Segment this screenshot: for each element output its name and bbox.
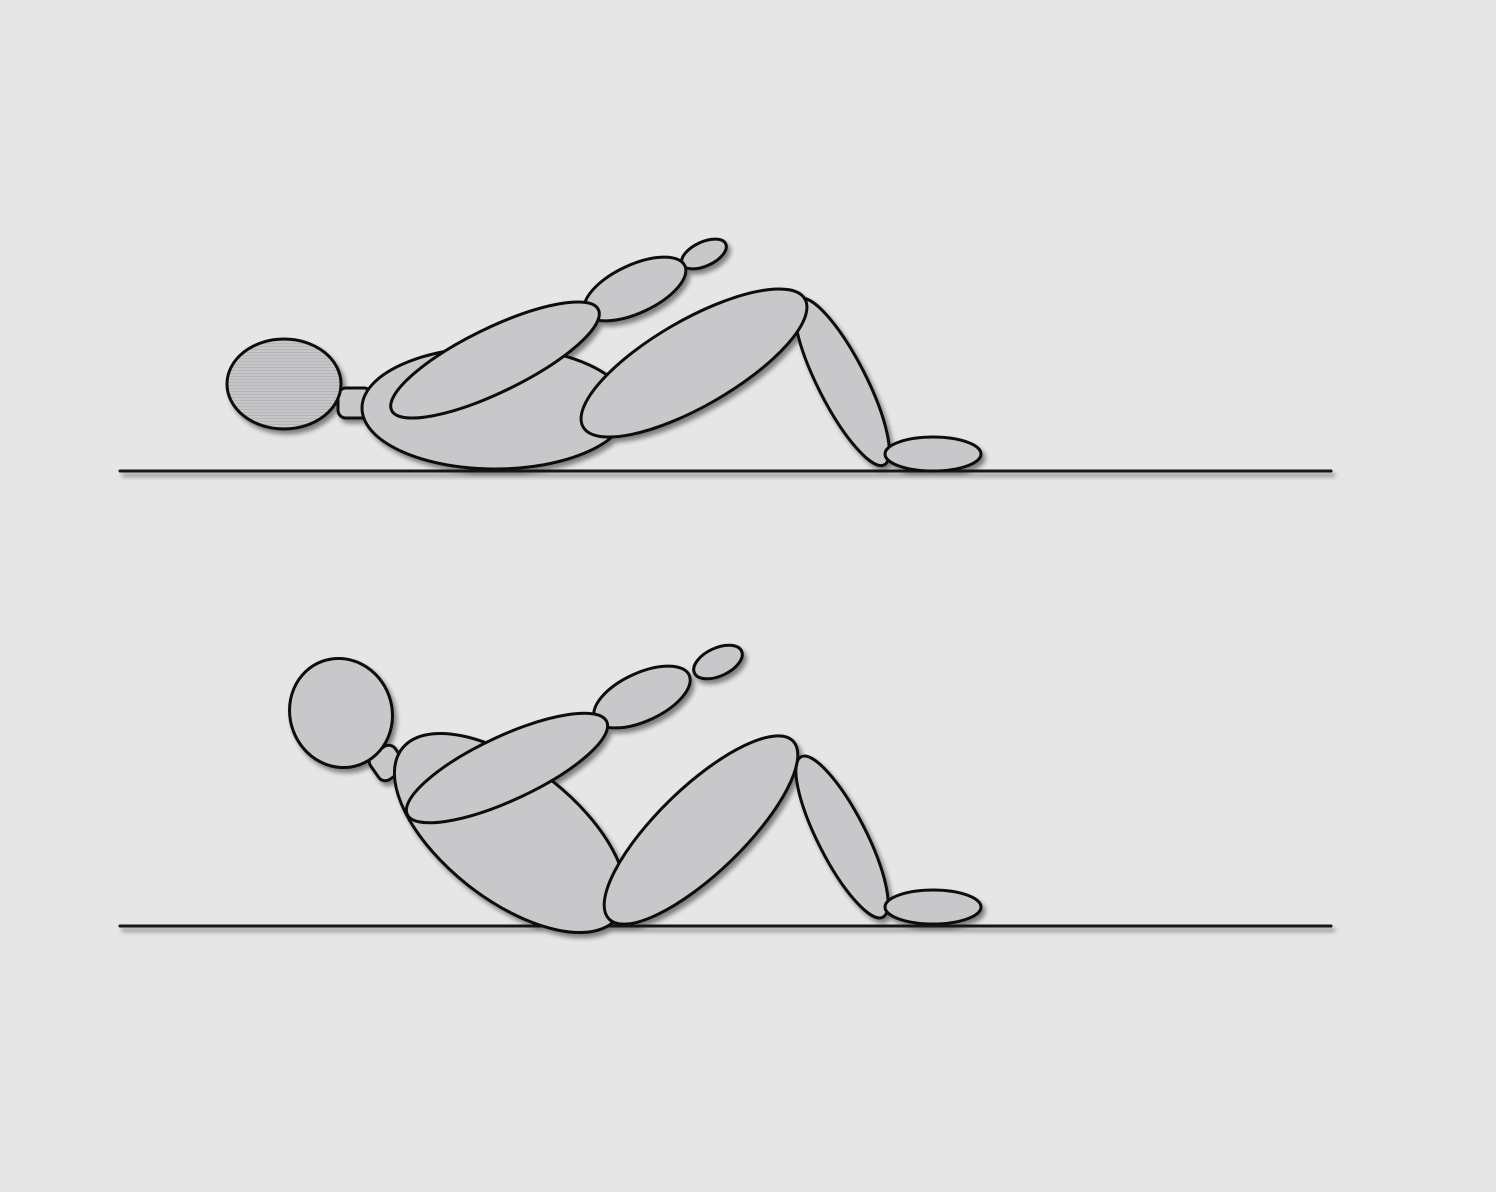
head-top (225, 337, 343, 431)
upper-leg-top (579, 287, 809, 439)
upper-arm-bottom (404, 711, 610, 825)
upper-arm-top (389, 300, 601, 420)
upper-leg-bottom (602, 734, 800, 926)
hand-bottom (692, 643, 744, 681)
head-bottom (288, 656, 394, 770)
panel-end-position (118, 643, 1333, 935)
foot-top (883, 435, 983, 473)
panel-start-position (118, 237, 1333, 473)
lower-leg-bottom (794, 754, 890, 920)
foot-bottom (883, 888, 983, 926)
